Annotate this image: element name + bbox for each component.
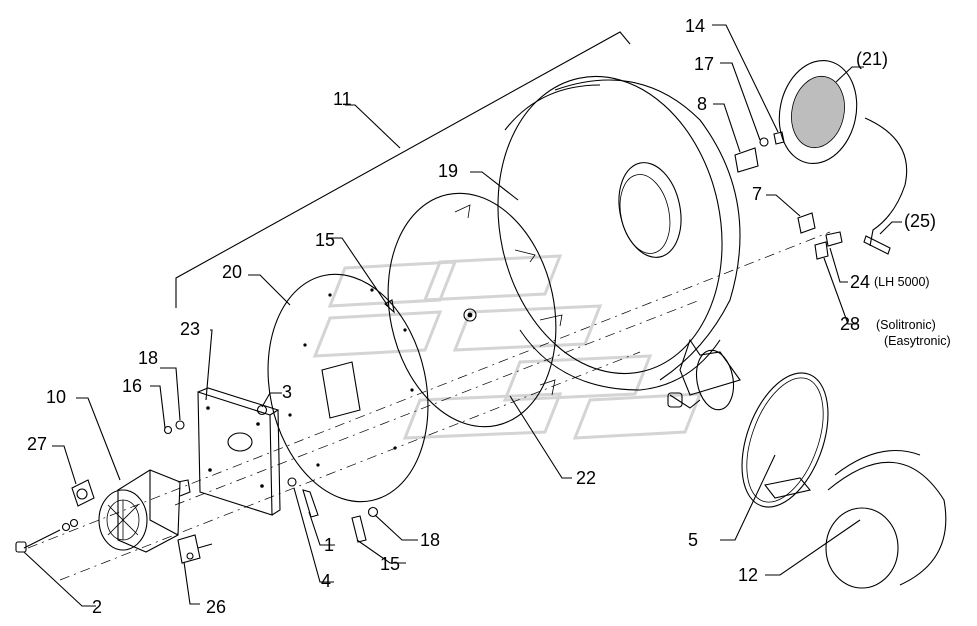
label-24-note: (LH 5000): [874, 275, 930, 289]
part-3-nut: [256, 404, 268, 416]
part-17-washer: [759, 137, 769, 147]
label-26: 26: [206, 597, 226, 617]
label-14: 14: [685, 16, 705, 36]
part-18-washer-lower: [367, 506, 379, 518]
part-16-nut: [163, 425, 173, 435]
part-7-plate: [797, 212, 816, 234]
inlet-grille: [778, 59, 858, 165]
label-23: 23: [180, 319, 200, 339]
hose-clamp: [741, 372, 829, 508]
label-4: 4: [321, 571, 331, 591]
label-10: 10: [46, 387, 66, 407]
label-12: 12: [738, 565, 758, 585]
label-20: 20: [222, 262, 242, 282]
part-15-screw: [351, 515, 367, 543]
leader-lines: [23, 24, 902, 607]
label-27: 27: [27, 434, 47, 454]
part-4-washer: [287, 477, 297, 487]
label-15-lower: 15: [380, 554, 400, 574]
back-plate: [267, 273, 429, 503]
part-labels: 11 19 20 15 23 18 16 10 27 2 26 3 1 4 15…: [27, 16, 951, 617]
label-11: 11: [333, 89, 352, 109]
label-16: 16: [122, 376, 142, 396]
impeller-disc: [387, 192, 563, 428]
label-19: 19: [438, 161, 458, 181]
label-28-note-1: (Solitronic): [876, 318, 936, 332]
part-8-bracket: [734, 147, 759, 173]
label-28: 28: [840, 314, 860, 334]
label-8: 8: [697, 94, 707, 114]
part-26-terminal: [177, 534, 213, 564]
motor: [98, 469, 191, 553]
label-24: 24: [850, 272, 870, 292]
label-25: (25): [904, 211, 936, 231]
label-5: 5: [688, 530, 698, 550]
label-18-upper: 18: [138, 348, 158, 368]
part-2-bolt: [15, 518, 79, 553]
duct-hose: [825, 449, 947, 589]
label-15-upper: 15: [315, 230, 335, 250]
part-15-screw-upper: [384, 299, 395, 314]
label-2: 2: [92, 597, 102, 617]
part-27-plug: [71, 479, 95, 507]
motor-bracket: [197, 387, 281, 516]
sensor-cable: [863, 117, 908, 255]
label-7: 7: [752, 184, 762, 204]
label-21: (21): [856, 49, 888, 69]
part-14-screw: [773, 131, 785, 145]
label-3: 3: [282, 382, 292, 402]
part-18-washer: [175, 420, 185, 430]
label-22: 22: [576, 468, 596, 488]
part-28-connector: [814, 241, 829, 260]
label-1: 1: [324, 535, 334, 555]
centre-axes: [27, 231, 831, 581]
blower-housing: [497, 75, 741, 411]
part-24-plug: [825, 231, 843, 247]
label-17: 17: [694, 54, 714, 74]
fasteners: [163, 299, 395, 543]
part-1-screw: [302, 489, 319, 518]
label-28-note-2: (Easytronic): [884, 334, 951, 348]
small-hardware: [734, 131, 843, 260]
label-18-lower: 18: [420, 530, 440, 550]
assembly-bracket: [175, 31, 631, 308]
watermark-logo: [312, 254, 703, 440]
